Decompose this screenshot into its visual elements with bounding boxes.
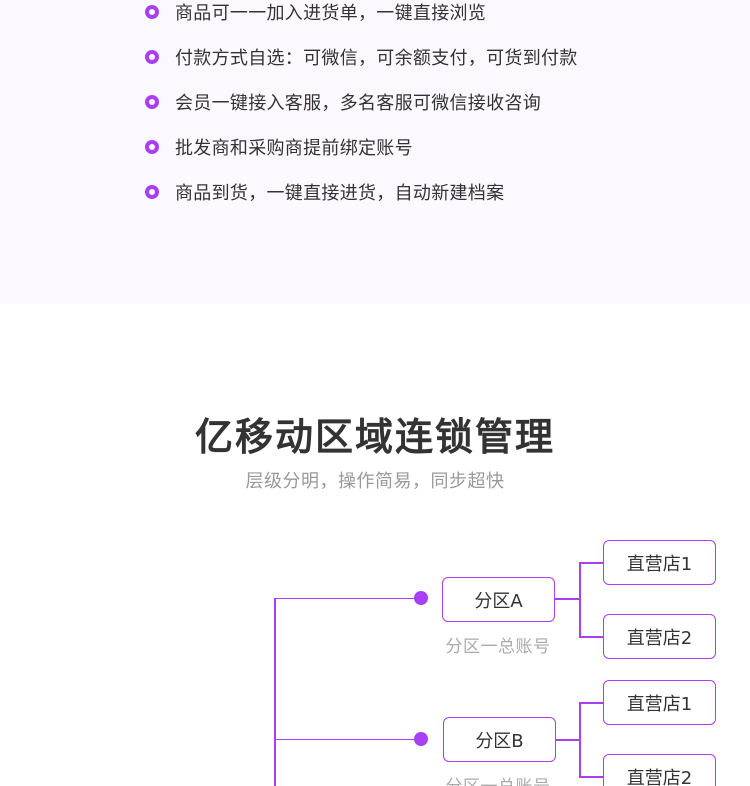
partition-label: 分区A [474, 590, 523, 612]
branch-line [274, 738, 420, 740]
feature-text: 商品到货，一键直接进货，自动新建档案 [175, 183, 505, 204]
ring-bullet-icon [145, 5, 159, 19]
store-node[interactable]: 直营店2 [603, 754, 716, 786]
connector-line [579, 776, 603, 778]
connector-line [579, 702, 603, 704]
connector-line [579, 702, 581, 777]
feature-text: 会员一键接入客服，多名客服可微信接收咨询 [175, 93, 541, 114]
ring-bullet-icon [145, 185, 159, 199]
store-node[interactable]: 直营店2 [603, 614, 716, 659]
ring-bullet-icon [145, 140, 159, 154]
partition-caption: 分区一总账号 [438, 772, 558, 786]
ring-bullet-icon [145, 50, 159, 64]
feature-text: 批发商和采购商提前绑定账号 [175, 138, 413, 159]
store-label: 直营店1 [626, 693, 693, 715]
store-node[interactable]: 直营店1 [603, 540, 716, 585]
connector-line [555, 598, 579, 600]
connector-line [579, 636, 603, 638]
feature-item: 付款方式自选：可微信，可余额支付，可货到付款 [145, 45, 578, 69]
section-subtitle: 层级分明，操作简易，同步超快 [245, 471, 505, 492]
branch-line [274, 597, 420, 599]
store-label: 直营店2 [626, 627, 693, 649]
partition-caption: 分区一总账号 [445, 637, 551, 657]
ring-bullet-icon [145, 95, 159, 109]
feature-item: 商品可一一加入进货单，一键直接浏览 [145, 0, 486, 24]
store-label: 直营店1 [626, 553, 693, 575]
connector-line [579, 562, 581, 637]
section-title: 亿移动区域连锁管理 [194, 415, 555, 459]
feature-text: 付款方式自选：可微信，可余额支付，可货到付款 [175, 48, 578, 69]
partition-node-a[interactable]: 分区A [442, 577, 555, 622]
partition-node-b[interactable]: 分区B [443, 717, 556, 762]
feature-item: 商品到货，一键直接进货，自动新建档案 [145, 180, 504, 204]
store-label: 直营店2 [626, 767, 693, 786]
store-node[interactable]: 直营店1 [603, 680, 716, 725]
connector-line [556, 739, 579, 741]
connector-line [579, 562, 603, 564]
feature-text: 商品可一一加入进货单，一键直接浏览 [175, 3, 487, 24]
trunk-line [274, 598, 276, 786]
feature-item: 批发商和采购商提前绑定账号 [145, 135, 413, 159]
node-dot-icon [414, 732, 428, 746]
partition-label: 分区B [475, 730, 524, 752]
features-section: 商品可一一加入进货单，一键直接浏览 付款方式自选：可微信，可余额支付，可货到付款… [0, 0, 750, 304]
feature-item: 会员一键接入客服，多名客服可微信接收咨询 [145, 90, 541, 114]
node-dot-icon [414, 591, 428, 605]
